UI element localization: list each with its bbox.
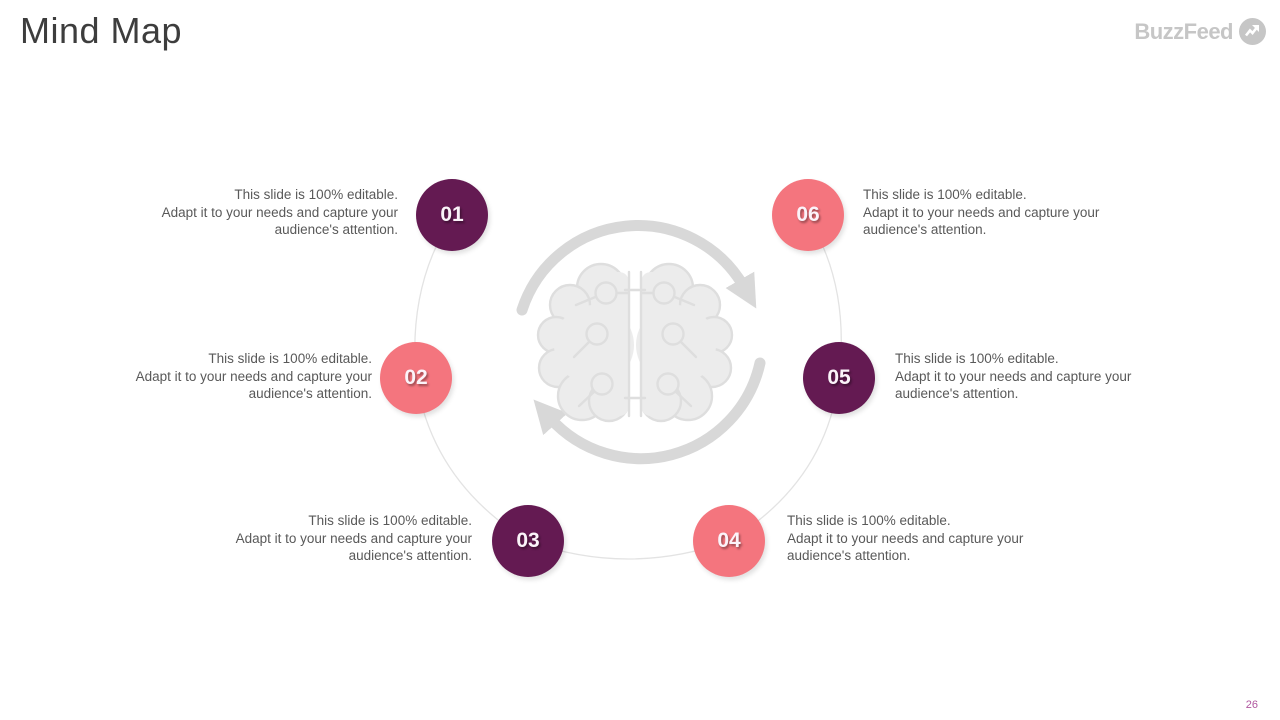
description-line-2: Adapt it to your needs and capture your … (863, 204, 1100, 238)
node-05-description: This slide is 100% editable. Adapt it to… (895, 350, 1187, 403)
node-03: 03 (492, 505, 564, 577)
trending-up-arrow-icon (1239, 18, 1266, 45)
node-05: 05 (803, 342, 875, 414)
cycle-arrows-icon (516, 220, 766, 465)
node-06-description: This slide is 100% editable. Adapt it to… (863, 186, 1155, 239)
description-line-1: This slide is 100% editable. (787, 513, 951, 528)
node-01-number: 01 (440, 203, 464, 226)
node-02: 02 (380, 342, 452, 414)
description-line-1: This slide is 100% editable. (308, 513, 472, 528)
brain-icon (536, 262, 734, 423)
slide-page-number: 26 (1245, 699, 1258, 711)
node-05-number: 05 (827, 366, 851, 389)
node-02-number: 02 (404, 366, 428, 389)
buzzfeed-logo: BuzzFeed (1134, 18, 1266, 45)
node-03-number: 03 (516, 529, 540, 552)
node-01-description: This slide is 100% editable. Adapt it to… (106, 186, 398, 239)
description-line-1: This slide is 100% editable. (863, 187, 1027, 202)
node-04-number: 04 (717, 529, 741, 552)
buzzfeed-logo-text: BuzzFeed (1134, 18, 1233, 44)
description-line-1: This slide is 100% editable. (208, 351, 372, 366)
node-04: 04 (693, 505, 765, 577)
node-06-number: 06 (796, 203, 820, 226)
description-line-1: This slide is 100% editable. (234, 187, 398, 202)
page-title: Mind Map (20, 10, 183, 51)
node-02-description: This slide is 100% editable. Adapt it to… (80, 350, 372, 403)
node-04-description: This slide is 100% editable. Adapt it to… (787, 512, 1079, 565)
node-01: 01 (416, 179, 488, 251)
node-03-description: This slide is 100% editable. Adapt it to… (180, 512, 472, 565)
description-line-2: Adapt it to your needs and capture your … (787, 530, 1024, 564)
description-line-2: Adapt it to your needs and capture your … (235, 530, 472, 564)
node-06: 06 (772, 179, 844, 251)
description-line-2: Adapt it to your needs and capture your … (895, 368, 1132, 402)
node-connector-curve (414, 217, 842, 560)
description-line-1: This slide is 100% editable. (895, 351, 1059, 366)
description-line-2: Adapt it to your needs and capture your … (135, 368, 372, 402)
description-line-2: Adapt it to your needs and capture your … (161, 204, 398, 238)
